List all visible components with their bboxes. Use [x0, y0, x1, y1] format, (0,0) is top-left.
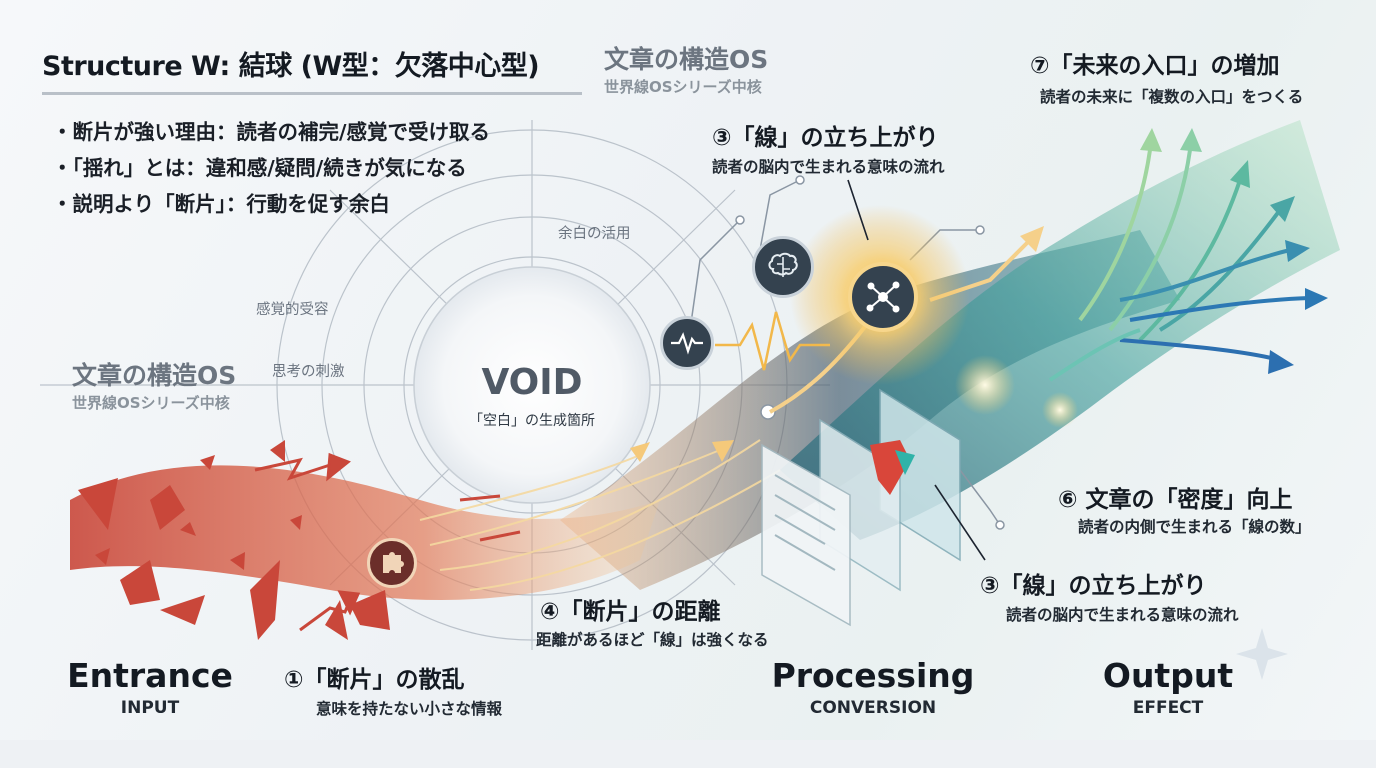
stage-processing-title: Processing [771, 656, 975, 695]
leader-lines [847, 179, 986, 561]
void-title: VOID [481, 362, 583, 403]
watermark-top-title: 文章の構造OS [604, 45, 769, 74]
puzzle-icon [367, 538, 417, 588]
annotation-4-subtitle: 距離があるほど「線」は強くなる [536, 631, 769, 649]
annotation-3-bottom-title: ③「線」の立ち上がり [980, 573, 1207, 599]
output-arrowheads [1140, 128, 1328, 374]
output-arrows [1048, 149, 1311, 382]
ring-label: 感覚的受容 [256, 302, 329, 318]
annotation-6-title: ⑥ 文章の「密度」向上 [1058, 487, 1293, 513]
stage-entrance-title: Entrance [67, 656, 233, 695]
network-icon [848, 262, 918, 332]
watermark-left-title: 文章の構造OS [72, 361, 237, 390]
bullet-item: ・断片が強い理由：読者の補完/感覚で受け取る [52, 120, 490, 144]
annotation-3-bottom-subtitle: 読者の脳内で生まれる意味の流れ [1006, 606, 1239, 624]
annotation-7-title: ⑦「未来の入口」の増加 [1030, 53, 1280, 79]
annotation-1-title: ①「断片」の散乱 [284, 667, 465, 693]
sparkle-icon [1236, 628, 1288, 680]
flow-arrowheads [630, 440, 734, 462]
bullet-list: ・断片が強い理由：読者の補完/感覚で受け取る ・「揺れ」とは：違和感/疑問/続き… [52, 114, 490, 222]
footer-strip [0, 740, 1376, 768]
circuit-nodes [735, 175, 1005, 530]
annotation-6-subtitle: 読者の内側で生まれる「線の数」 [1078, 518, 1311, 536]
annotation-4-title: ④「断片」の距離 [540, 599, 721, 625]
scattered-fragments [78, 440, 390, 640]
title-divider [42, 92, 582, 95]
annotation-7-subtitle: 読者の未来に「複数の入口」をつくる [1040, 88, 1304, 106]
annotation-3-top-subtitle: 読者の脳内で生まれる意味の流れ [712, 158, 945, 176]
annotation-3-top-title: ③「線」の立ち上がり [712, 125, 939, 151]
watermark-top-subtitle: 世界線OSシリーズ中核 [604, 78, 762, 96]
stage-output-subtitle: EFFECT [1132, 698, 1204, 718]
void-circle [413, 266, 651, 504]
stage-entrance-subtitle: INPUT [120, 698, 180, 718]
ring-label: 思考の刺激 [272, 364, 345, 380]
heartbeat-wave [715, 311, 830, 371]
fragment-arrows [254, 452, 521, 632]
ring-label: 余白の活用 [558, 226, 631, 242]
fragment-flow [70, 465, 660, 600]
stage-output-title: Output [1102, 656, 1234, 695]
processing-screens [761, 388, 961, 627]
brain-icon [752, 236, 814, 298]
void-subtitle: 「空白」の生成箇所 [469, 413, 595, 429]
flow-lines [419, 439, 781, 591]
annotation-1-subtitle: 意味を持たない小さな情報 [316, 700, 503, 718]
heartbeat-icon [660, 316, 714, 370]
page-title: Structure W: 結球 (W型：欠落中心型) [42, 51, 540, 82]
bullet-item: ・説明より「断片」：行動を促す余白 [52, 192, 390, 216]
watermark-left-subtitle: 世界線OSシリーズ中核 [72, 394, 230, 412]
bullet-item: ・「揺れ」とは：違和感/疑問/続きが気になる [52, 156, 467, 180]
stage-processing-subtitle: CONVERSION [809, 698, 937, 718]
